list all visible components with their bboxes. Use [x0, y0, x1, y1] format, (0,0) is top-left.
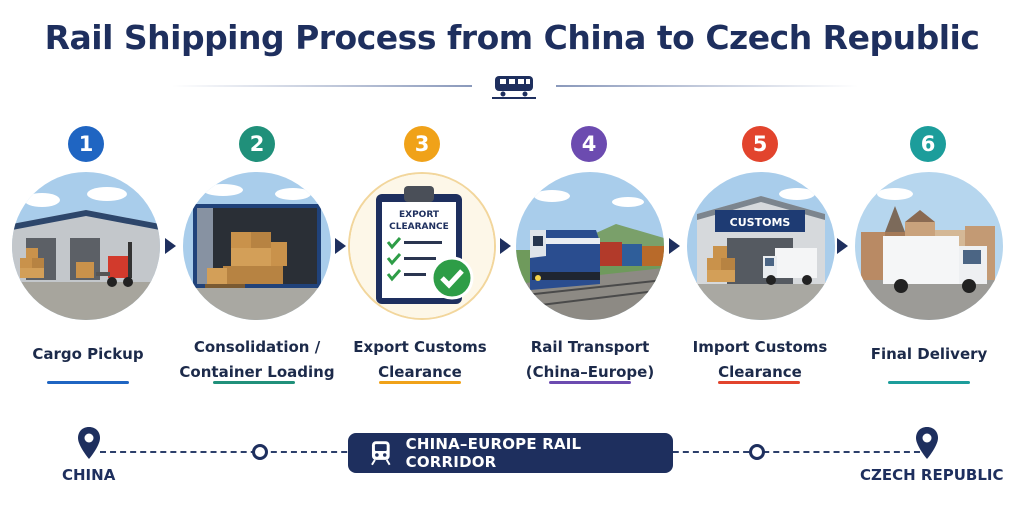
chevron-right-icon [335, 238, 346, 254]
step-2-number-badge: 2 [239, 126, 275, 162]
step-3-underline [379, 381, 461, 384]
train-front-icon [371, 441, 391, 466]
step-2-label: Consolidation /Container Loading [179, 338, 335, 381]
corridor-banner: CHINA–EUROPE RAIL CORRIDOR [348, 433, 673, 473]
step-6-underline [888, 381, 970, 384]
title-divider-left [172, 85, 472, 87]
origin-label: CHINA [62, 466, 116, 484]
step-2-image-container [183, 172, 331, 320]
step-4-underline [549, 381, 631, 384]
chevron-right-icon [500, 238, 511, 254]
step-1-underline [47, 381, 129, 384]
clipboard-text-export: EXPORT [399, 210, 440, 220]
step-1-label: Cargo Pickup [32, 345, 144, 363]
step-6-image-delivery [855, 172, 1003, 320]
title-divider-right [556, 85, 858, 87]
customs-sign-text: CUSTOMS [730, 216, 791, 229]
corridor-label: CHINA–EUROPE RAIL CORRIDOR [405, 435, 582, 471]
step-3-image-clipboard: EXPORT CLEARANCE [348, 172, 496, 320]
step-3-number-badge: 3 [404, 126, 440, 162]
step-4-label: Rail Transport(China–Europe) [525, 338, 655, 381]
page-title: Rail Shipping Process from China to Czec… [44, 18, 980, 57]
route-waypoint-node [252, 444, 268, 460]
step-4-image-train [516, 172, 664, 320]
step-5-number-badge: 5 [742, 126, 778, 162]
destination-label: CZECH REPUBLIC [860, 466, 1004, 484]
chevron-right-icon [669, 238, 680, 254]
step-1-image-warehouse [12, 172, 160, 320]
clipboard-text-clearance: CLEARANCE [389, 222, 449, 232]
step-2-underline [213, 381, 295, 384]
step-4-number-badge: 4 [571, 126, 607, 162]
step-1-number-badge: 1 [68, 126, 104, 162]
train-icon [492, 76, 536, 99]
step-5-image-customs: CUSTOMS [687, 172, 835, 320]
step-5-underline [718, 381, 800, 384]
step-6-number-badge: 6 [910, 126, 946, 162]
route-waypoint-node [749, 444, 765, 460]
chevron-right-icon [165, 238, 176, 254]
step-6-label: Final Delivery [870, 345, 988, 363]
map-pin-icon [78, 427, 100, 459]
map-pin-icon [916, 427, 938, 459]
chevron-right-icon [837, 238, 848, 254]
